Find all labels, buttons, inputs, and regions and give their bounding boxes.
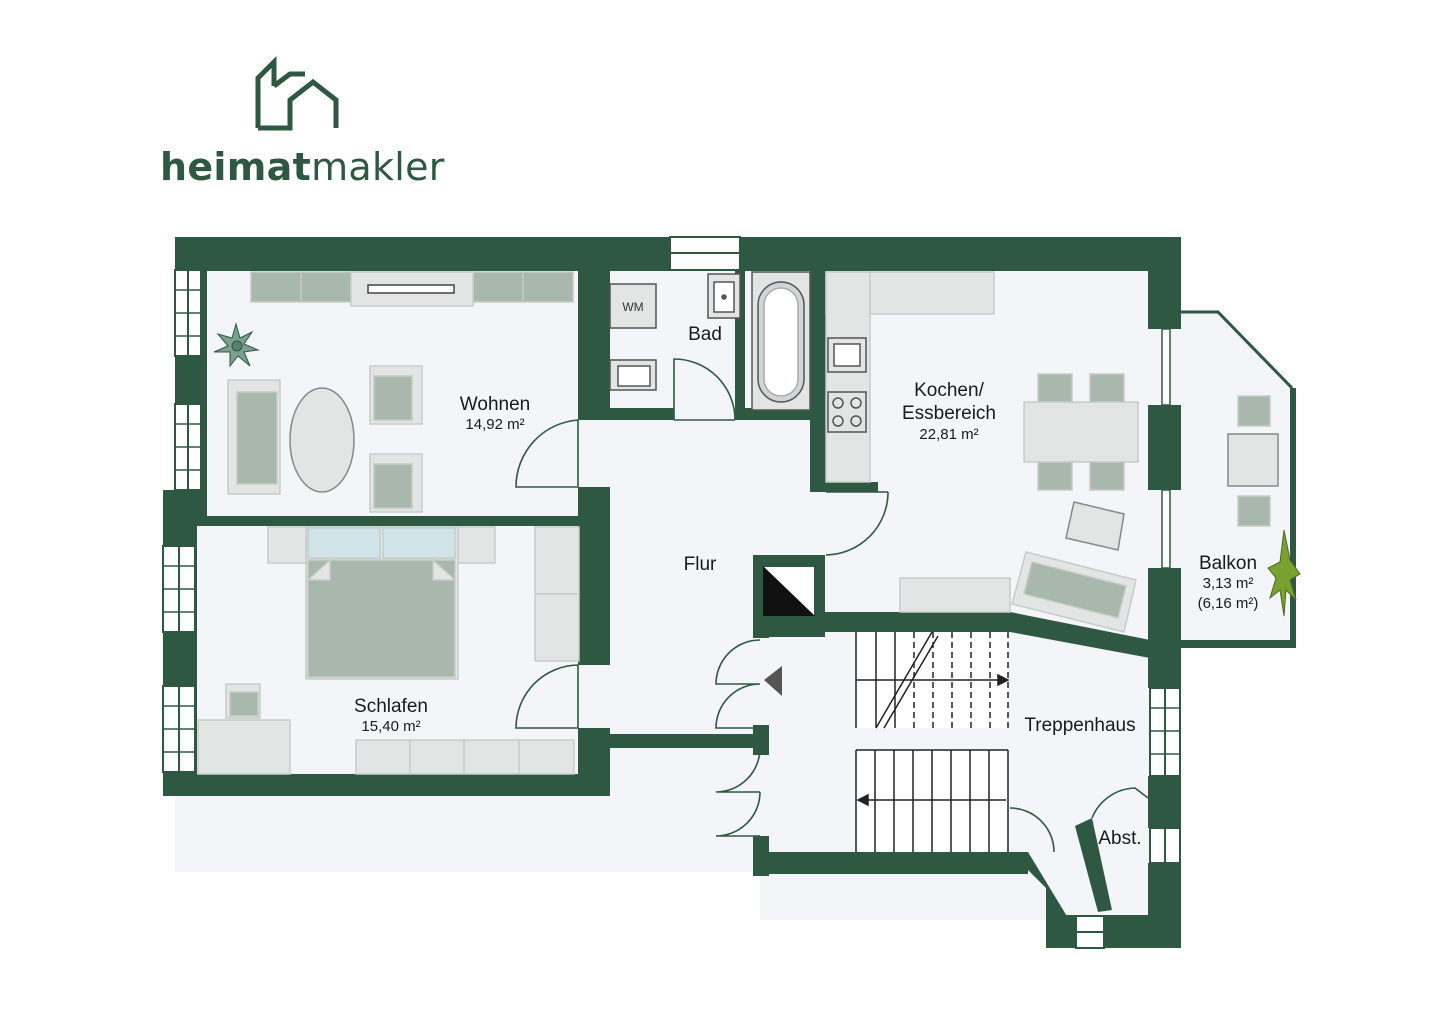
- wohnen-furniture: [227, 271, 574, 513]
- balkon-furniture: [1227, 395, 1279, 527]
- wm-label: WM: [622, 300, 643, 314]
- area-schlafen: 15,40 m²: [361, 718, 420, 735]
- room-labels: Wohnen 14,92 m² Schlafen 15,40 m² Bad Ko…: [354, 324, 1258, 849]
- area-balkon: 3,13 m²: [1203, 575, 1254, 592]
- door-entrance-upper: [715, 639, 761, 729]
- balcony-chair-1: [1237, 395, 1271, 427]
- nightstand-1: [267, 526, 309, 564]
- label-wohnen: Wohnen: [460, 394, 530, 415]
- brand-name-bold: heimat: [160, 145, 311, 189]
- window-stair-bottom: [1075, 915, 1105, 949]
- svg-text:heimatmakler: heimatmakler: [160, 145, 445, 189]
- balcony-plant-icon: [1267, 529, 1301, 617]
- bad-furniture: WM: [609, 271, 811, 411]
- shaft-icon: [762, 565, 816, 617]
- label-balkon: Balkon: [1199, 553, 1257, 574]
- door-entrance-lower: [715, 747, 761, 837]
- coffee-table: [289, 387, 355, 493]
- window-abst: [1149, 827, 1181, 864]
- door-wohnen: [515, 419, 579, 488]
- dining-table: [1023, 401, 1139, 463]
- desk: [197, 719, 291, 775]
- window-bad: [669, 236, 741, 271]
- label-abst: Abst.: [1098, 828, 1141, 849]
- brand-name-light: makler: [311, 145, 445, 189]
- house-logo-icon: [255, 55, 339, 131]
- brand-logo: heimatmakler: [160, 55, 445, 189]
- plant-icon: [213, 322, 260, 368]
- label-bad: Bad: [688, 324, 722, 345]
- chair-1: [1037, 373, 1073, 403]
- balcony-chair-2: [1237, 495, 1271, 527]
- label-kochen: Kochen/: [914, 380, 984, 401]
- area-wohnen: 14,92 m²: [465, 416, 524, 433]
- area-balkon-note: (6,16 m²): [1198, 595, 1259, 612]
- tv: [367, 284, 455, 294]
- label-schlafen: Schlafen: [354, 696, 428, 717]
- schlafen-furniture: [197, 526, 580, 775]
- door-schlafen: [515, 664, 579, 729]
- balcony-table: [1227, 433, 1279, 487]
- lowboard: [899, 577, 1011, 613]
- nightstand-2: [454, 526, 496, 564]
- door-kochen: [825, 491, 889, 556]
- staircase: [855, 631, 1010, 852]
- balcony-railing: [1180, 310, 1294, 390]
- label-treppenhaus: Treppenhaus: [1024, 715, 1135, 736]
- window-treppenhaus: [1149, 687, 1181, 777]
- door-abst: [1091, 787, 1149, 819]
- door-bad: [673, 358, 736, 421]
- chair-3: [1037, 461, 1073, 491]
- kueche-furniture: [825, 271, 1139, 633]
- side-table: [1065, 501, 1125, 551]
- washing-machine: [609, 283, 657, 329]
- entrance-arrow-icon: [764, 666, 782, 696]
- balcony-door: [1161, 328, 1171, 569]
- wardrobe-bottom: [355, 739, 575, 775]
- chair-4: [1089, 461, 1125, 491]
- doors: [515, 358, 1149, 853]
- area-kochen: 22,81 m²: [919, 426, 978, 443]
- counter-side: [825, 271, 871, 483]
- chair-2: [1089, 373, 1125, 403]
- label-flur: Flur: [684, 554, 717, 575]
- label-essbereich: Essbereich: [902, 403, 996, 424]
- stove: [827, 391, 867, 433]
- door-stair-bottom: [1009, 807, 1055, 853]
